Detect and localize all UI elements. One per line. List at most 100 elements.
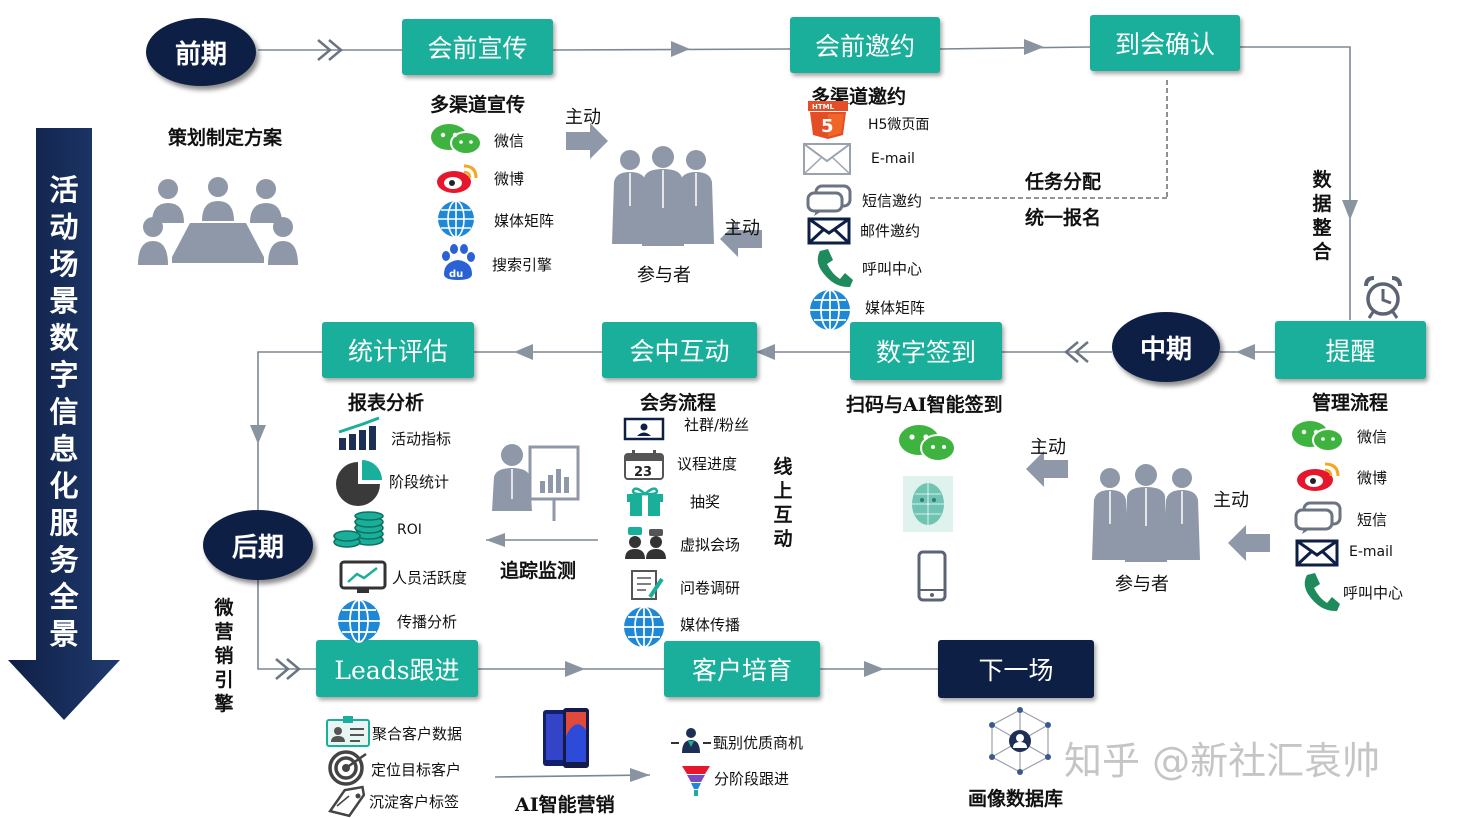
invite-item-label: 呼叫中心: [862, 260, 923, 278]
globe-icon: [338, 599, 380, 643]
stats-item-label: 人员活跃度: [392, 569, 468, 587]
stage-remind: 提醒: [1275, 321, 1426, 379]
stage-next: 下一场: [938, 640, 1094, 698]
interact-item-label: 社群/粉丝: [684, 416, 750, 434]
wechat-icon: [431, 124, 482, 155]
phase-early: 前期: [146, 18, 256, 86]
smartphone-icon: [917, 550, 947, 602]
meeting-table-icon: [138, 177, 298, 265]
remind-item-label: 短信: [1357, 511, 1388, 529]
profile-db-label: 画像数据库: [968, 788, 1064, 810]
active-label-mid-right: 主动: [1213, 490, 1249, 511]
promo-item-label: 微博: [494, 170, 525, 188]
baidu-icon: du: [442, 244, 475, 280]
globe-icon: [438, 200, 474, 238]
remind-heading: 管理流程: [1312, 392, 1389, 414]
stage-confirm: 到会确认: [1090, 15, 1240, 71]
nurture-item-label: 分阶段跟进: [714, 770, 790, 788]
stats-item-label: ROI: [397, 522, 422, 538]
plan-label: 策划制定方案: [168, 127, 283, 149]
ai-marketing-label: AI智能营销: [515, 794, 615, 816]
promo-heading: 多渠道宣传: [430, 94, 526, 116]
invite-item-label: 邮件邀约: [860, 222, 921, 240]
target-icon: [328, 750, 367, 786]
svg-text:du: du: [449, 269, 463, 280]
survey-icon: [631, 570, 664, 600]
weibo-icon: [1297, 462, 1340, 491]
profile-network-icon: [989, 707, 1051, 775]
chat-people-icon: [625, 527, 666, 559]
invite-item-label: H5微页面: [868, 117, 930, 133]
bar-chart-icon: [338, 416, 380, 450]
stats-item-label: 阶段统计: [389, 473, 450, 491]
coins-icon: [333, 511, 384, 548]
people-group-icon: [612, 146, 714, 246]
alarm-clock-icon: [1364, 276, 1402, 319]
calendar-icon: 23: [624, 450, 664, 480]
interact-item-label: 问卷调研: [680, 579, 741, 597]
wechat-icon: [1292, 421, 1344, 452]
signin-heading: 扫码与AI智能签到: [846, 394, 1003, 416]
weibo-icon: [437, 164, 478, 193]
promo-item-label: 媒体矩阵: [494, 212, 555, 230]
presenter-chart-icon: [492, 444, 580, 521]
stage-invite: 会前邀约: [790, 17, 940, 73]
phase-mid: 中期: [1112, 312, 1220, 382]
stage-stats: 统计评估: [322, 322, 474, 378]
stage-interact: 会中互动: [602, 322, 757, 378]
face-recognition-icon: [903, 476, 953, 532]
task-line1: 任务分配: [1025, 171, 1102, 193]
interact-item-label: 抽奖: [690, 493, 721, 511]
id-card-icon: [326, 716, 370, 747]
online-interact-label: 线上互动: [773, 456, 793, 550]
globe-icon: [810, 289, 850, 331]
svg-text:23: 23: [634, 465, 652, 480]
promo-item-label: 搜索引擎: [492, 256, 553, 274]
active-label-top: 主动: [565, 107, 601, 128]
pie-chart-icon: [336, 460, 382, 506]
data-merge-label: 数据整合: [1312, 169, 1332, 263]
people-group-icon: [1092, 464, 1200, 562]
phase-late: 后期: [203, 510, 313, 580]
stage-leads: Leads跟进: [316, 640, 478, 697]
html5-icon: HTML 5: [808, 101, 848, 139]
phone-icon: [817, 249, 853, 288]
interact-heading: 会务流程: [640, 392, 717, 414]
leads-item-label: 沉淀客户标签: [369, 793, 460, 811]
promo-item-label: 微信: [494, 132, 525, 150]
remind-item-label: E-mail: [1349, 544, 1393, 560]
remind-item-label: 呼叫中心: [1343, 584, 1404, 602]
sms-icon: [806, 184, 852, 216]
invite-item-label: E-mail: [871, 151, 915, 167]
tag-icon: [328, 785, 366, 818]
invite-item-label: 短信邀约: [862, 192, 923, 210]
interact-item-label: 媒体传播: [680, 616, 741, 634]
smartphones-icon: [543, 708, 589, 768]
stage-nurture: 客户培育: [664, 641, 820, 697]
task-line2: 统一报名: [1025, 207, 1102, 229]
globe-icon: [624, 606, 664, 648]
mail-icon: [1295, 539, 1339, 567]
active-label-mid-left: 主动: [1030, 437, 1066, 458]
banner-arrow: 活动场景数字信息化服务全景: [8, 128, 120, 723]
envelope-icon: [803, 143, 851, 175]
gift-icon: [627, 487, 663, 516]
stage-signin: 数字签到: [850, 322, 1002, 380]
screen-icon: [623, 417, 665, 441]
remind-item-label: 微博: [1357, 469, 1388, 487]
wechat-icon: [899, 425, 956, 462]
interact-item-label: 议程进度: [677, 455, 738, 473]
micro-marketing-label: 微营销引擎: [214, 597, 234, 715]
banner-arrow-shape: [8, 128, 120, 720]
stats-item-label: 活动指标: [391, 430, 452, 448]
participants-label-top: 参与者: [637, 265, 691, 286]
tracking-label: 追踪监测: [500, 560, 577, 582]
interact-item-label: 虚拟会场: [680, 536, 741, 554]
watermark-text: 知乎 @新社汇袁帅: [1064, 739, 1381, 783]
nurture-item-label: 甄别优质商机: [713, 734, 804, 752]
stats-item-label: 传播分析: [397, 613, 458, 631]
leads-item-label: 定位目标客户: [371, 761, 462, 779]
sms-icon: [1294, 501, 1342, 534]
invite-item-label: 媒体矩阵: [865, 299, 926, 317]
